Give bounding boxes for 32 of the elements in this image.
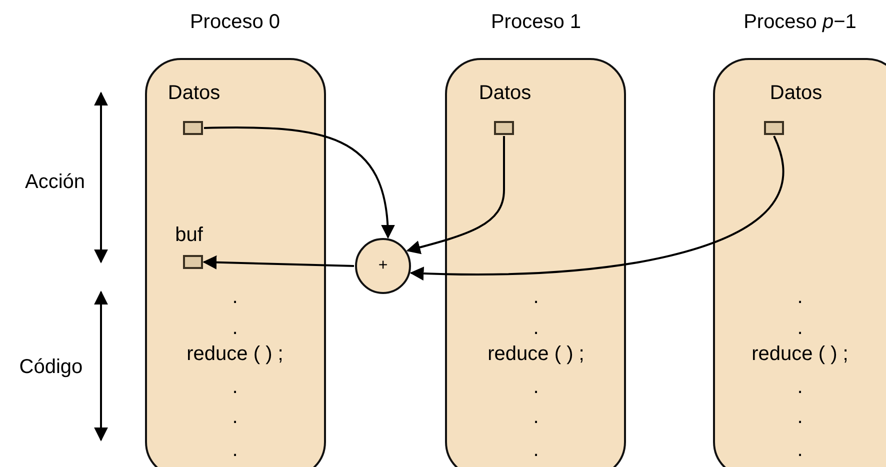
operator-circle: + — [355, 238, 411, 294]
ellipsis-dot: . — [232, 286, 238, 308]
process-title: Proceso 0 — [190, 11, 280, 33]
side-label: Acción — [24, 171, 86, 193]
ellipsis-dot: . — [797, 439, 803, 461]
ellipsis-dot: . — [797, 406, 803, 428]
ellipsis-dot: . — [232, 376, 238, 398]
cell-label: Datos — [478, 82, 532, 104]
arrow — [410, 136, 784, 280]
cell-label: Datos — [770, 82, 822, 104]
ellipsis-dot: . — [797, 317, 803, 339]
ellipsis-dot: . — [533, 317, 539, 339]
process-title: Proceso 1 — [490, 11, 582, 33]
code-line: reduce ( ) ; — [186, 343, 284, 365]
ellipsis-dot: . — [797, 376, 803, 398]
ellipsis-dot: . — [533, 439, 539, 461]
arrow — [204, 126, 394, 239]
ellipsis-dot: . — [533, 376, 539, 398]
ellipsis-dot: . — [533, 406, 539, 428]
side-label: Código — [19, 356, 83, 378]
ellipsis-dot: . — [232, 439, 238, 461]
ellipsis-dot: . — [533, 286, 539, 308]
arrow — [406, 136, 505, 254]
cell-label: Datos — [168, 82, 220, 104]
ellipsis-dot: . — [232, 406, 238, 428]
ellipsis-dot: . — [797, 286, 803, 308]
ellipsis-dot: . — [232, 317, 238, 339]
process-title: Proceso p−1 — [744, 11, 856, 33]
code-line: reduce ( ) ; — [752, 343, 848, 365]
arrow — [202, 255, 354, 270]
code-line: reduce ( ) ; — [488, 343, 584, 365]
cell-label: buf — [175, 224, 203, 246]
